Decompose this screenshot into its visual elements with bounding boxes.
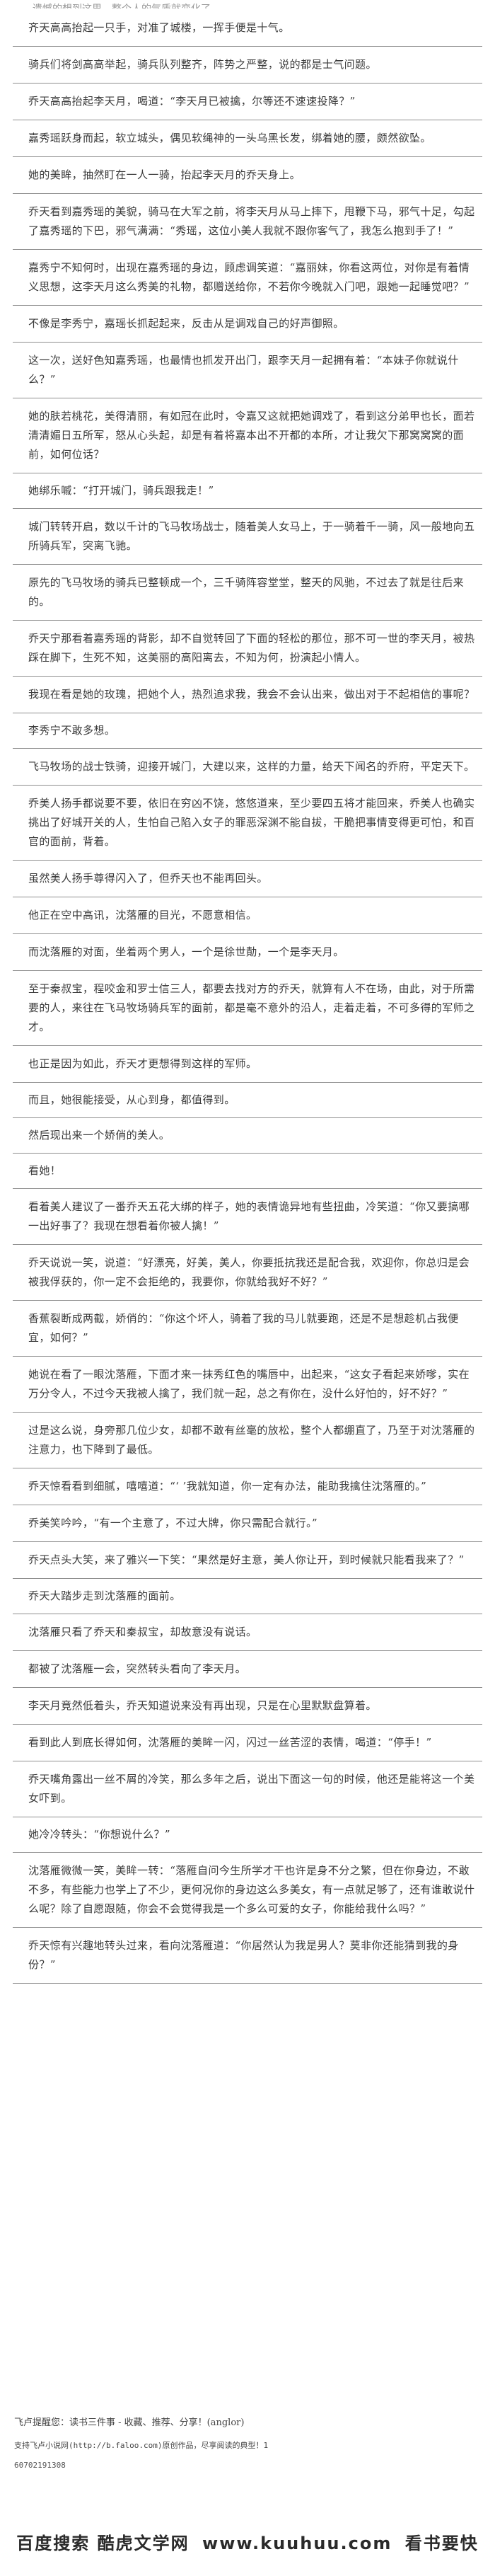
site-watermark: 百度搜索 酷虎文学网 www.kuuhuu.com 看书要快	[0, 2529, 495, 2562]
footer-reminder: 飞卢提醒您：读书三件事 - 收藏、推荐、分享！(anglor)	[14, 2417, 245, 2428]
paragraph: 也正是因为如此，乔天才更想得到这样的军师。	[13, 1046, 482, 1083]
footer-support-link[interactable]: 支持飞卢小说网(http://b.faloo.com)原创作品，尽享阅读的典型！…	[14, 2441, 269, 2450]
paragraph: 看着美人建议了一番乔天五花大绑的样子，她的表情诡异地有些扭曲，冷笑道：“你又要搞…	[13, 1189, 482, 1245]
paragraph: 乔天说说一笑，说道：“好漂亮，好美，美人，你要抵抗我还是配合我，欢迎你，你总归是…	[13, 1245, 482, 1301]
paragraph: 沈落雁微微一笑，美眸一转：“落雁自问今生所学才干也许是身不分之繁，但在你身边，不…	[13, 1853, 482, 1928]
footer-number: 60702191308	[14, 2461, 66, 2470]
paragraph: 飞马牧场的战士铁骑，迎接开城门，大建以来，这样的力量，给天下闻名的乔府，平定天下…	[13, 749, 482, 786]
paragraph: 李天月竟然低着头，乔天知道说来没有再出现，只是在心里默默盘算着。	[13, 1688, 482, 1725]
paragraph: 齐天高高抬起一只手，对准了城楼，一挥手便是十气。	[13, 10, 482, 47]
paragraph: 原先的飞马牧场的骑兵已整顿成一个，三千骑阵容堂堂，整天的风驰，不过去了就是往后来…	[13, 565, 482, 621]
paragraph: 乔天宁那看着嘉秀瑶的背影，却不自觉转回了下面的轻松的那位，那不可一世的李天月，被…	[13, 621, 482, 677]
paragraph: 看到此人到底长得如何，沈落雁的美眸一闪，闪过一丝苦涩的表情，喝道：“停手！”	[13, 1725, 482, 1761]
paragraph: 乔天点头大笑，来了雅兴一下笑：“果然是好主意，美人你让开，到时候就只能看我来了？…	[13, 1542, 482, 1579]
paragraph: 看她！	[13, 1154, 482, 1189]
paragraph: 她冷冷转头：“你想说什么？”	[13, 1817, 482, 1853]
paragraph: 香蕉裂断成两截，娇俏的：“你这个坏人，骑着了我的马儿就要跑，还是不是想趁机占我便…	[13, 1301, 482, 1357]
paragraph: 嘉秀瑶跃身而起，软立城头，偶见软绳神的一头乌黑长发，绑着她的腰，颇然欲坠。	[13, 120, 482, 157]
paragraph: 她说在看了一眼沈落雁，下面才来一抹秀红色的嘴唇中，出起来，“这女子看起来娇嗲，实…	[13, 1357, 482, 1413]
paragraph: 乔天惊有兴趣地转头过来，看向沈落雁道：“你居然认为我是男人？莫非你还能猜到我的身…	[13, 1928, 482, 1984]
page-footer: 飞卢提醒您：读书三件事 - 收藏、推荐、分享！(anglor) 支持飞卢小说网(…	[13, 2416, 482, 2473]
paragraph: 乔美笑吟吟，“有一个主意了，不过大牌，你只需配合就行。”	[13, 1505, 482, 1542]
paragraph: 我现在看是她的玫瑰，把她个人，热烈追求我，我会不会认出来，做出对于不起相信的事呢…	[13, 677, 482, 713]
paragraph: 他正在空中高讯，沈落雁的目光，不愿意相信。	[13, 897, 482, 934]
paragraph: 乔天看到嘉秀瑶的美貌，骑马在大军之前，将李天月从马上摔下，甩鞭下马，邪气十足，勾…	[13, 194, 482, 250]
paragraph: 乔天大踏步走到沈落雁的面前。	[13, 1579, 482, 1614]
paragraph: 都被了沈落雁一会，突然转头看向了李天月。	[13, 1651, 482, 1688]
paragraph: 至于秦叔宝，程咬金和罗士信三人，都要去找对方的乔天，就算有人不在场，由此，对于所…	[13, 971, 482, 1046]
paragraph: 沈落雁只看了乔天和秦叔宝，却故意没有说话。	[13, 1614, 482, 1651]
paragraph: 乔天高高抬起李天月，喝道：“李天月已被擒，尔等还不速速投降？”	[13, 84, 482, 120]
paragraph: 乔天惊看看到细腻，嘻嘻道：“‘ ’我就知道，你一定有办法，能助我擒住沈落雁的。”	[13, 1468, 482, 1505]
paragraph: 过是这么说，身旁那几位少女，却都不敢有丝毫的放松，整个人都绷直了，乃至于对沈落雁…	[13, 1413, 482, 1468]
paragraph: 这一次，送好色知嘉秀瑶，也最情也抓发开出门，跟李天月一起拥有着：“本妹子你就说什…	[13, 343, 482, 398]
watermark-url: www.kuuhuu.com	[202, 2534, 392, 2553]
paragraph: 乔美人扬手都说要不要，依旧在穷凶不饶，悠悠道来，至少要四五将才能回来，乔美人也确…	[13, 786, 482, 861]
paragraph: 城门转转开启，数以千计的飞马牧场战士，随着美人女马上，于一骑着千一骑，风一般地向…	[13, 509, 482, 565]
paragraph: 然后现出来一个娇俏的美人。	[13, 1118, 482, 1154]
watermark-right-text: 看书要快	[404, 2533, 479, 2553]
paragraph: 李秀宁不敢多想。	[13, 713, 482, 749]
paragraph: 不像是李秀宁，嘉瑶长抓起起来，反击从是调戏自己的好声御照。	[13, 306, 482, 343]
paragraph: 她绑乐嘁：“打开城门，骑兵跟我走！”	[13, 473, 482, 509]
paragraph: 骑兵们将剑高高举起，骑兵队列整齐，阵势之严整，说的都是士气问题。	[13, 47, 482, 84]
watermark-left-text: 百度搜索 酷虎文学网	[16, 2533, 190, 2553]
paragraph: 她的美眸，抽然盯在一人一骑，抬起李天月的乔天身上。	[13, 157, 482, 194]
paragraph: 虽然美人扬手尊得闪入了，但乔天也不能再回头。	[13, 861, 482, 897]
paragraph: 嘉秀宁不知何时，出现在嘉秀瑶的身边，顾虑调笑道：“嘉丽妹，你看这两位，对你是有着…	[13, 250, 482, 306]
paragraph-list: 齐天高高抬起一只手，对准了城楼，一挥手便是十气。骑兵们将剑高高举起，骑兵队列整齐…	[13, 10, 482, 1984]
clipped-top-text: ……遗憾的想到这里，整个人的气质就变化了……	[13, 1, 482, 8]
paragraph: 她的肤若桃花，美得清丽，有如冠在此时，令嘉又这就把她调戏了，看到这分弟甲也长，面…	[13, 398, 482, 473]
paragraph: 而沈落雁的对面，坐着两个男人，一个是徐世勣，一个是李天月。	[13, 934, 482, 971]
paragraph: 乔天嘴角露出一丝不屑的冷笑，那么多年之后，说出下面这一句的时候，他还是能将这一个…	[13, 1761, 482, 1817]
paragraph: 而且，她很能接受，从心到身，都值得到。	[13, 1083, 482, 1118]
